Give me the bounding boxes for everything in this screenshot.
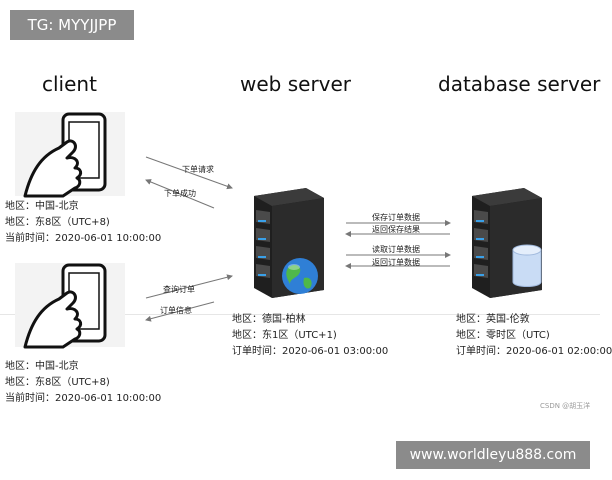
web-server-time: 订单时间：2020-06-01 03:00:00 — [232, 346, 389, 357]
watermark-badge: TG: MYYJJPP — [10, 10, 134, 40]
csdn-watermark: CSDN @胡玉洋 — [540, 402, 591, 410]
label-read-order: 读取订单数据 — [372, 245, 420, 254]
client-2-time: 当前时间：2020-06-01 10:00:00 — [5, 393, 162, 404]
section-divider — [0, 314, 600, 315]
client-1-time: 当前时间：2020-06-01 10:00:00 — [5, 233, 162, 244]
phone-hand-icon — [15, 263, 125, 349]
client-1-info: 地区：中国-北京 地区：东8区（UTC+8) 当前时间：2020-06-01 1… — [5, 199, 161, 247]
client-2-region: 地区：中国-北京 — [5, 361, 79, 372]
watermark-link: www.worldleyu888.com — [396, 441, 590, 469]
web-server-zone: 地区：东1区（UTC+1) — [232, 330, 337, 341]
client-2-info: 地区：中国-北京 地区：东8区（UTC+8) 当前时间：2020-06-01 1… — [5, 359, 161, 407]
database-server-time: 订单时间：2020-06-01 02:00:00 — [456, 346, 612, 357]
client-1-region: 地区：中国-北京 — [5, 201, 79, 212]
client-title: client — [42, 72, 97, 96]
arrow-place-order — [145, 156, 233, 190]
label-return-order: 返回订单数据 — [372, 258, 420, 267]
phone-hand-icon — [15, 112, 125, 198]
label-order-info: 订单信息 — [160, 306, 192, 315]
database-server-zone: 地区：零时区（UTC) — [456, 330, 550, 341]
web-server-info: 地区：德国-柏林 地区：东1区（UTC+1) 订单时间：2020-06-01 0… — [232, 312, 388, 360]
label-query-order: 查询订单 — [163, 285, 195, 294]
client-1-zone: 地区：东8区（UTC+8) — [5, 217, 110, 228]
database-cylinder-icon — [512, 244, 542, 287]
client-2-zone: 地区：东8区（UTC+8) — [5, 377, 110, 388]
label-order-success: 下单成功 — [164, 189, 196, 198]
database-server-title: database server — [438, 72, 601, 96]
arrow-query-order — [145, 274, 233, 299]
label-place-order: 下单请求 — [182, 165, 214, 174]
arrow-order-info — [145, 301, 215, 322]
label-save-order: 保存订单数据 — [372, 213, 420, 222]
label-save-result: 返回保存结果 — [372, 225, 420, 234]
database-server-region: 地区：英国-伦敦 — [456, 314, 530, 325]
web-server-region: 地区：德国-柏林 — [232, 314, 306, 325]
database-server-info: 地区：英国-伦敦 地区：零时区（UTC) 订单时间：2020-06-01 02:… — [456, 312, 612, 360]
globe-icon — [282, 258, 318, 294]
web-server-title: web server — [240, 72, 352, 96]
arrow-order-success — [145, 179, 215, 209]
